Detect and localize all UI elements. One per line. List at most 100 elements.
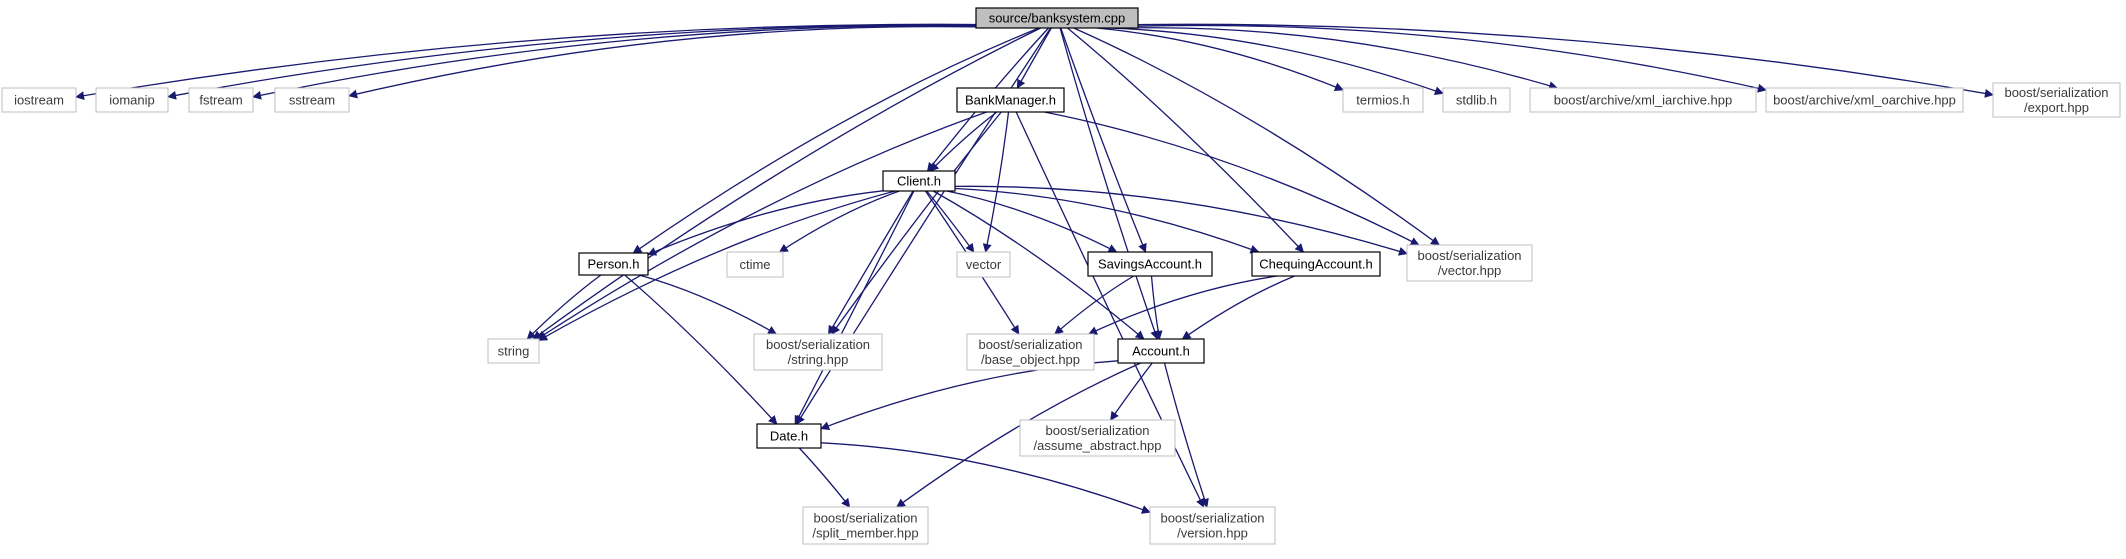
edge-root-to-iostream — [75, 23, 977, 101]
node-label: /version.hpp — [1177, 526, 1248, 541]
edge-date-to-ser_version — [820, 442, 1151, 514]
node-ser_split: boost/serialization/split_member.hpp — [802, 506, 929, 545]
node-label: SavingsAccount.h — [1098, 257, 1202, 272]
node-box — [1149, 506, 1276, 545]
node-box — [1087, 251, 1213, 277]
node-box — [95, 87, 169, 113]
edge-bankmanager-to-ser_string — [831, 111, 1002, 335]
node-ser_string: boost/serialization/string.hpp — [753, 333, 883, 371]
node-box — [1406, 244, 1533, 282]
node-chequing[interactable]: ChequingAccount.h — [1251, 251, 1381, 277]
node-label: boost/archive/xml_iarchive.hpp — [1554, 93, 1732, 108]
node-label: Date.h — [770, 429, 808, 444]
edge-client-to-person — [647, 190, 884, 256]
node-box — [487, 338, 540, 364]
node-box — [753, 333, 883, 371]
node-box — [274, 87, 350, 113]
edge-client-to-account — [932, 190, 1145, 340]
node-label: termios.h — [1356, 93, 1409, 108]
node-label: ChequingAccount.h — [1259, 257, 1372, 272]
edge-person-to-ser_string — [638, 274, 777, 335]
node-label: Client.h — [897, 174, 941, 189]
node-box — [756, 423, 822, 449]
edge-person-to-date — [624, 274, 778, 425]
edge-account-to-ser_abstract — [1110, 362, 1153, 421]
edge-bankmanager-to-string — [536, 111, 987, 340]
node-label: boost/serialization — [1417, 248, 1521, 263]
edge-root-to-account — [1059, 27, 1159, 340]
node-label: boost/archive/xml_oarchive.hpp — [1773, 93, 1956, 108]
node-box — [1019, 419, 1176, 457]
node-label: vector — [966, 257, 1002, 272]
node-label: boost/serialization — [1160, 511, 1264, 526]
node-label: string — [498, 344, 530, 359]
edge-client-to-ser_string — [828, 190, 914, 335]
edge-client-to-savings — [946, 190, 1118, 253]
node-bankmanager[interactable]: BankManager.h — [956, 87, 1065, 113]
node-label: stdlib.h — [1456, 93, 1497, 108]
node-root[interactable]: source/banksystem.cpp — [975, 7, 1139, 29]
node-savings[interactable]: SavingsAccount.h — [1087, 251, 1213, 277]
node-xml_iarchive: boost/archive/xml_iarchive.hpp — [1529, 87, 1757, 113]
node-label: iomanip — [109, 93, 155, 108]
node-box — [1, 87, 77, 113]
node-box — [956, 251, 1011, 278]
node-ser_version: boost/serialization/version.hpp — [1149, 506, 1276, 545]
node-person[interactable]: Person.h — [578, 252, 649, 276]
edge-root-to-xml_oarchive — [1137, 24, 1767, 93]
node-label: Account.h — [1132, 344, 1190, 359]
node-label: Person.h — [587, 257, 639, 272]
node-date[interactable]: Date.h — [756, 423, 822, 449]
node-box — [1117, 338, 1205, 364]
node-label: ctime — [739, 257, 770, 272]
edge-root-to-stdlib — [1108, 27, 1444, 96]
node-stdlib: stdlib.h — [1442, 87, 1511, 113]
edge-root-to-person — [632, 27, 1040, 254]
node-xml_oarchive: boost/archive/xml_oarchive.hpp — [1765, 87, 1964, 113]
edge-client-to-vector — [926, 190, 975, 253]
edge-bankmanager-to-ser_version — [1015, 111, 1205, 508]
edge-bankmanager-to-client — [929, 111, 998, 172]
edge-person-to-string — [526, 274, 602, 340]
node-box — [1442, 87, 1511, 113]
node-account[interactable]: Account.h — [1117, 338, 1205, 364]
edge-root-to-sstream — [348, 25, 977, 99]
node-box — [802, 506, 929, 545]
node-vector: vector — [956, 251, 1011, 278]
edge-root-to-export — [1137, 23, 1994, 98]
node-ser_base: boost/serialization/base_object.hpp — [966, 333, 1095, 371]
node-ser_vector: boost/serialization/vector.hpp — [1406, 244, 1533, 282]
edge-root-to-xml_iarchive — [1128, 27, 1559, 91]
edge-root-to-fstream — [252, 25, 977, 100]
node-label: /vector.hpp — [1438, 263, 1502, 278]
edge-bankmanager-to-vector — [982, 111, 1010, 253]
node-label: /split_member.hpp — [812, 526, 918, 541]
node-box — [882, 170, 956, 192]
node-fstream: fstream — [188, 87, 254, 113]
node-box — [1992, 82, 2121, 118]
node-label: iostream — [14, 93, 64, 108]
edge-client-to-date — [794, 190, 915, 425]
edge-root-to-iomanip — [167, 24, 977, 100]
node-termios: termios.h — [1342, 87, 1424, 113]
edge-date-to-ser_split — [798, 447, 851, 508]
node-label: /export.hpp — [2024, 100, 2089, 115]
node-label: boost/serialization — [766, 337, 870, 352]
node-box — [1765, 87, 1964, 113]
node-iomanip: iomanip — [95, 87, 169, 113]
node-box — [966, 333, 1095, 371]
node-box — [956, 87, 1065, 113]
edge-root-to-string — [532, 27, 1041, 340]
edge-root-to-savings — [1060, 27, 1147, 253]
edge-bankmanager-to-ser_vector — [1044, 111, 1420, 246]
node-box — [1342, 87, 1424, 113]
node-label: source/banksystem.cpp — [989, 11, 1126, 26]
node-export: boost/serialization/export.hpp — [1992, 82, 2121, 118]
edge-client-to-chequing — [954, 187, 1260, 254]
edge-savings-to-ser_base — [1054, 275, 1135, 335]
node-box — [188, 87, 254, 113]
node-client[interactable]: Client.h — [882, 170, 956, 192]
edges-layer — [75, 23, 1994, 514]
node-box — [1529, 87, 1757, 113]
